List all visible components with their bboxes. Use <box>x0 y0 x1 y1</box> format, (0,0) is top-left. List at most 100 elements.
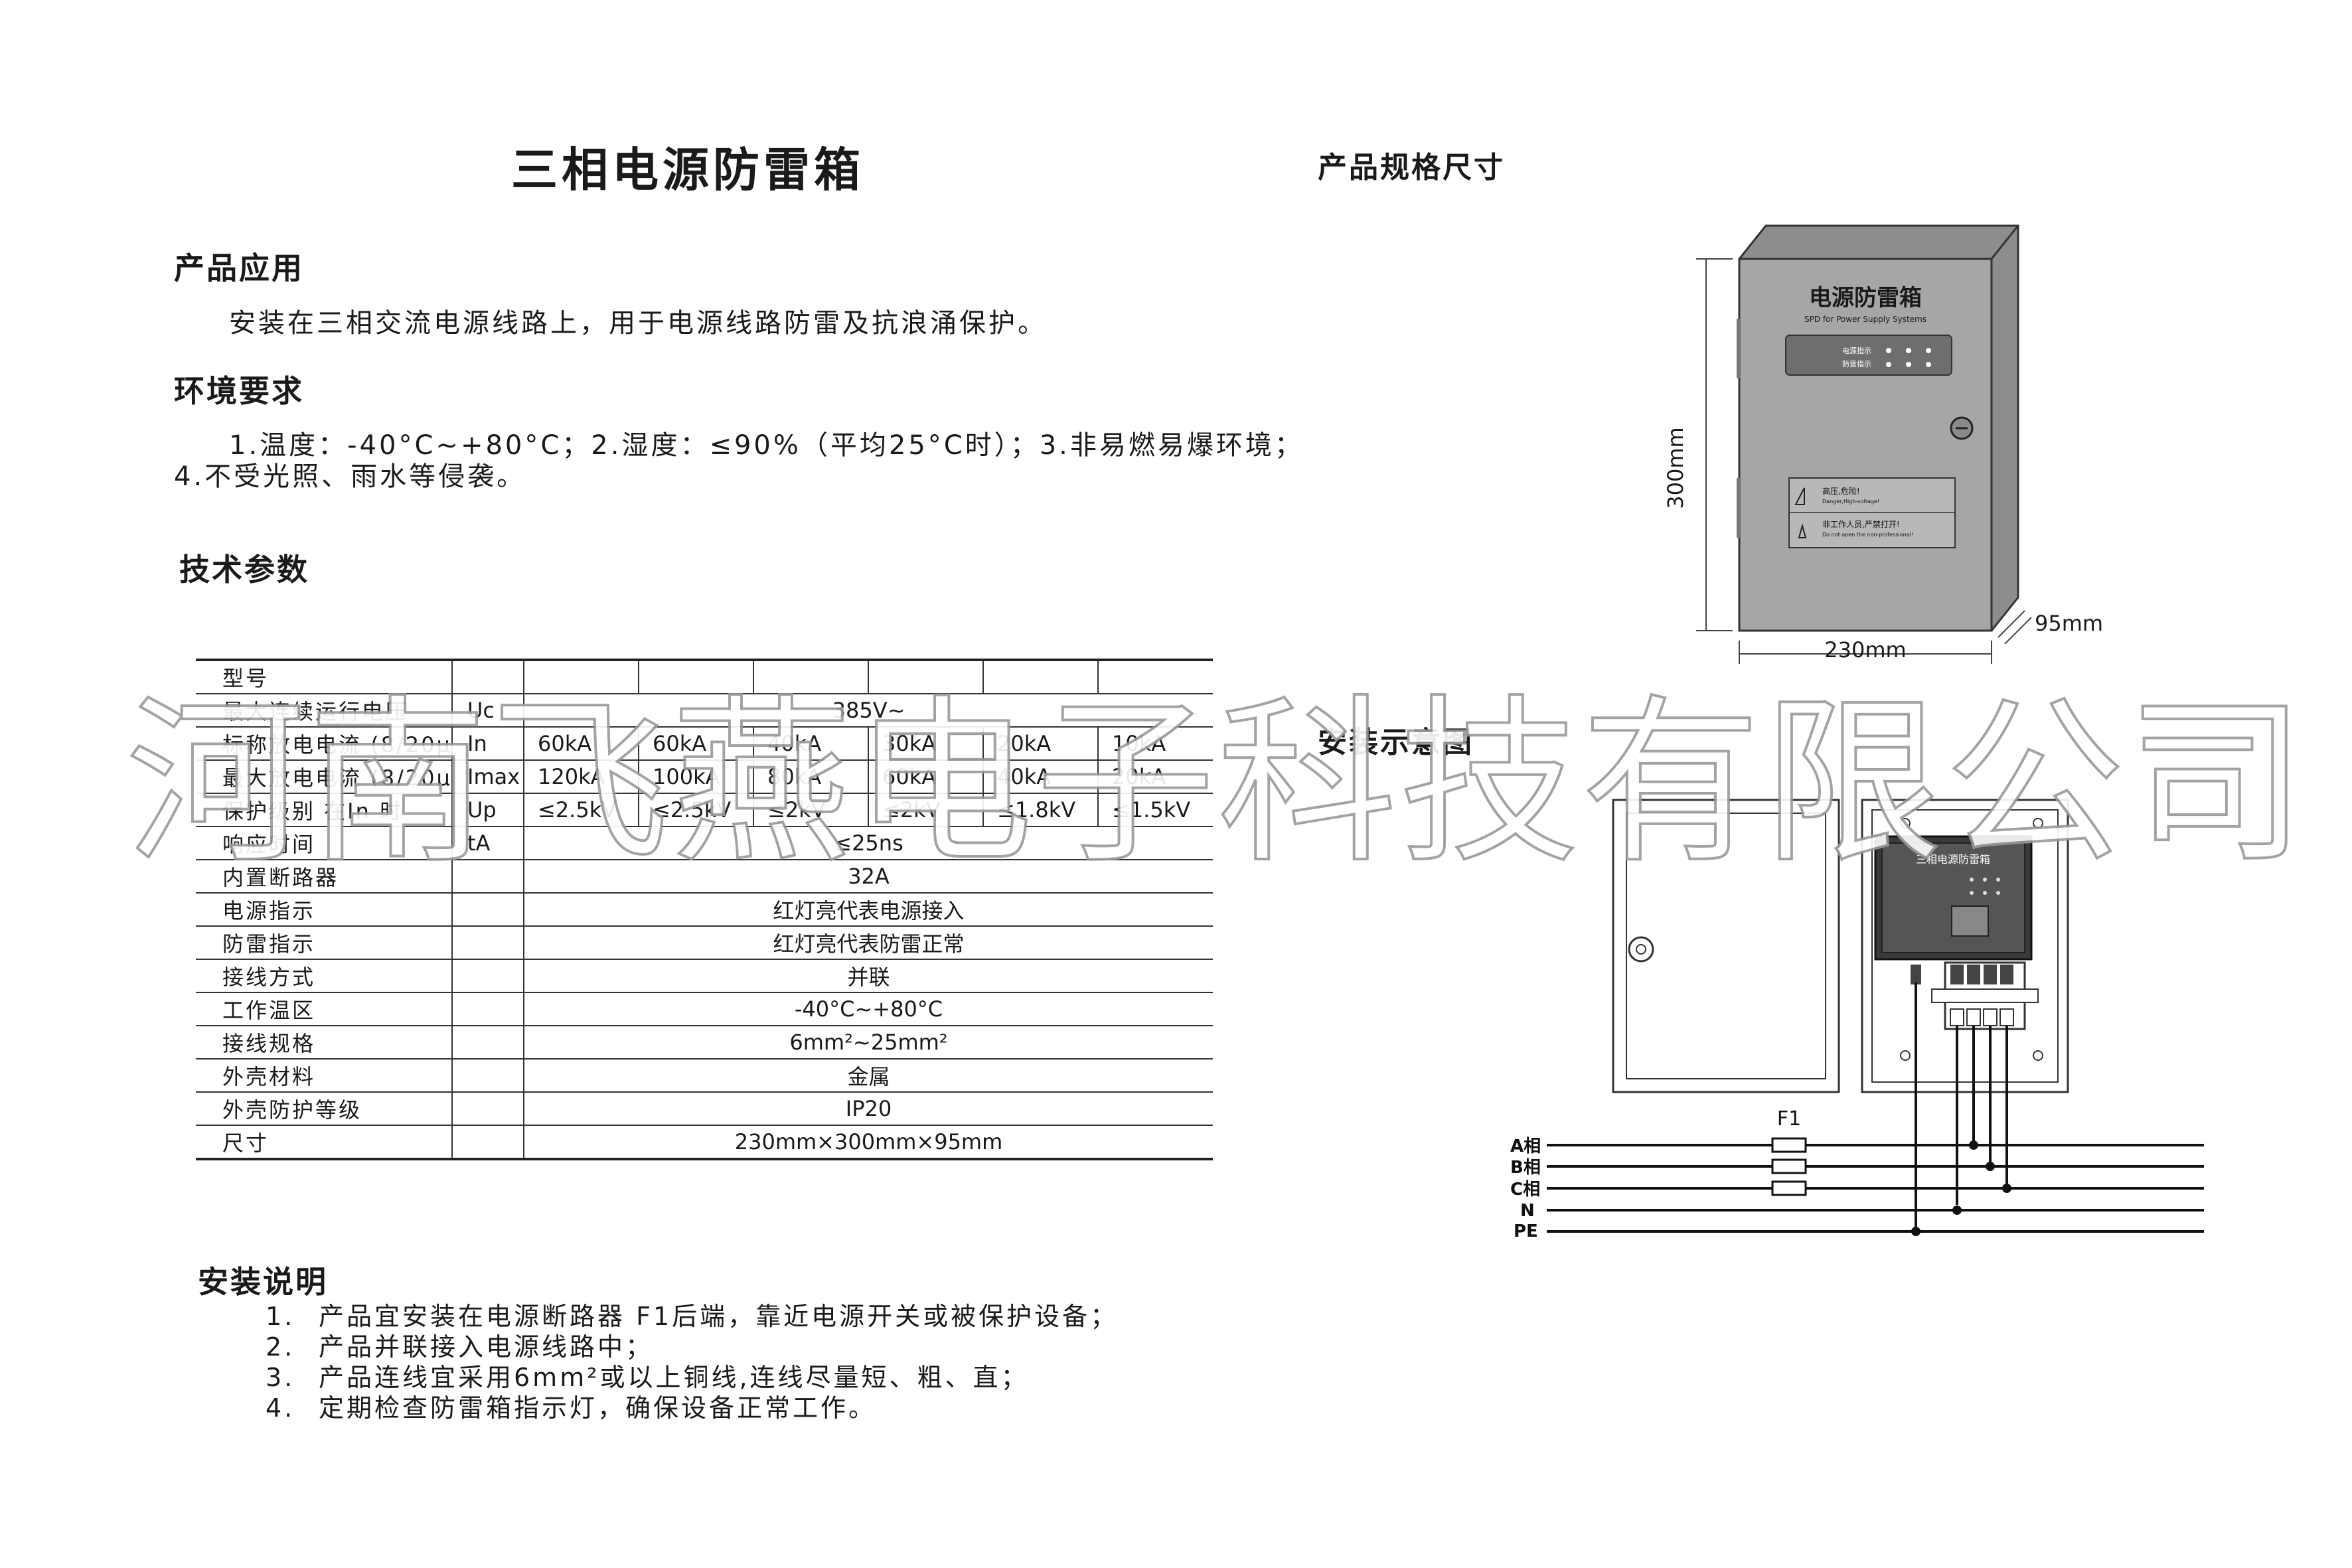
spec-param-symbol: Up <box>452 793 524 827</box>
warning-text-1-en: Danger,High-voltage! <box>1822 499 1879 505</box>
spec-param-name: 外壳材料 <box>196 1059 453 1093</box>
install-heading: 安装说明 <box>198 1264 328 1300</box>
lock-icon <box>1950 416 1974 440</box>
page-title: 三相电源防雷箱 <box>511 143 864 197</box>
spd-module: 三相电源防雷箱 <box>1874 835 2033 961</box>
spec-param-name: 电源指示 <box>196 893 453 927</box>
spec-value <box>639 659 754 694</box>
spec-value: ≤2.5kV <box>639 793 754 827</box>
spec-value <box>524 659 639 694</box>
spec-param-name: 内置断路器 <box>196 860 453 894</box>
junction-dots <box>1911 1140 2011 1236</box>
spec-value: 60kA <box>524 727 639 761</box>
power-lines <box>1547 1144 2204 1233</box>
install-item-4: 4.定期检查防雷箱指示灯，确保设备正常工作。 <box>266 1393 877 1423</box>
spec-param-name: 外壳防护等级 <box>196 1092 453 1126</box>
spec-value: 230mm×300mm×95mm <box>524 1125 1213 1160</box>
spec-param-name: 工作温区 <box>196 992 453 1026</box>
line-label-a: A相 <box>1510 1137 1541 1156</box>
spec-value: 并联 <box>524 959 1213 993</box>
spec-row: 外壳材料金属 <box>196 1059 1213 1093</box>
spec-value: 红灯亮代表电源接入 <box>524 893 1213 927</box>
installation-diagram: 三相电源防雷箱 <box>1510 799 2204 1241</box>
spec-param-symbol: In <box>452 727 524 761</box>
spec-value <box>868 659 984 694</box>
line-label-pe: PE <box>1514 1221 1538 1241</box>
environment-line-2: 4.不受光照、雨水等侵袭。 <box>174 461 526 492</box>
tech-heading: 技术参数 <box>179 552 309 588</box>
spec-value: ≤2kV <box>868 793 984 827</box>
spec-value: IP20 <box>524 1092 1213 1126</box>
warning-text-2: 非工作人员,严禁打开! <box>1822 520 1900 529</box>
spec-param-name: 最大放电电流 (8/20μs) <box>196 760 453 794</box>
spec-value: -40°C~+80°C <box>524 992 1213 1026</box>
install-item-3: 3.产品连线宜采用6mm²或以上铜线,连线尽量短、粗、直； <box>266 1363 1029 1392</box>
spec-value: 385V~ <box>524 694 1213 728</box>
warning-text-1: 高压,危险! <box>1822 486 1860 496</box>
spec-param-name: 标称放电电流 (8/20μs) <box>196 727 453 761</box>
fuse-label: F1 <box>1777 1107 1801 1131</box>
spec-param-symbol: Uc <box>452 694 524 728</box>
fuse-f1 <box>1771 1137 1807 1196</box>
spec-param-symbol <box>452 659 524 694</box>
product-drawing: 电源防雷箱 SPD for Power Supply Systems 电源指示 … <box>1663 224 2103 664</box>
spec-param-symbol: tA <box>452 826 524 860</box>
spec-value: 60kA <box>639 727 754 761</box>
spec-param-name: 型号 <box>196 659 453 694</box>
spec-value: 100kA <box>639 760 754 794</box>
spec-param-name: 响应时间 <box>196 826 453 860</box>
line-label-c: C相 <box>1510 1180 1540 1200</box>
spec-value: ≤2.5kV <box>524 793 639 827</box>
box-title: 电源防雷箱 <box>1809 285 1922 311</box>
spec-param-symbol <box>452 926 524 960</box>
spec-row: 电源指示 红灯亮代表电源接入 <box>196 893 1213 927</box>
spec-value: 6mm²~25mm² <box>524 1026 1213 1059</box>
spec-value: 40kA <box>753 727 869 761</box>
connection-wires <box>1915 982 2008 1231</box>
spec-value: ≤1.8kV <box>983 793 1099 827</box>
environment-heading: 环境要求 <box>174 373 304 409</box>
spec-row: 防雷指示红灯亮代表防雷正常 <box>196 926 1213 960</box>
diagram-box-title: 三相电源防雷箱 <box>1916 853 1990 866</box>
install-item-1: 1.产品宜安装在电源断路器 F1后端，靠近电源开关或被保护设备； <box>266 1302 1119 1331</box>
warning-icon <box>1798 523 1807 538</box>
line-label-n: N <box>1520 1201 1535 1221</box>
diagram-heading: 安装示意图 <box>1318 726 1474 759</box>
spec-param-name: 最大连续运行电压 <box>196 694 453 728</box>
environment-line-1: 1.温度：-40°C~+80°C；2.湿度：≤90%（平均25°C时）；3.非易… <box>229 430 1304 461</box>
indicator-leds <box>1886 348 1931 367</box>
spec-value: 20kA <box>1098 760 1213 794</box>
spec-value <box>753 659 869 694</box>
spec-row: 接线规格 6mm²~25mm² <box>196 1026 1213 1059</box>
application-heading: 产品应用 <box>174 250 304 286</box>
terminal-block <box>1911 961 2039 1030</box>
spec-param-symbol <box>452 959 524 993</box>
spec-row: 型号 <box>196 659 1213 694</box>
width-label: 230mm <box>1824 637 1906 663</box>
spec-param-symbol <box>452 1125 524 1160</box>
spec-param-symbol <box>452 893 524 927</box>
spec-value <box>1098 659 1213 694</box>
spec-row: 工作温区 -40°C~+80°C <box>196 992 1213 1026</box>
spec-value: 40kA <box>983 760 1099 794</box>
spec-param-name: 接线方式 <box>196 959 453 993</box>
spec-row: 接线方式 并联 <box>196 959 1213 993</box>
dimension-heading: 产品规格尺寸 <box>1318 151 1505 185</box>
application-text: 安装在三相交流电源线路上，用于电源线路防雷及抗浪涌保护。 <box>229 308 1047 339</box>
indicator-label-2: 防雷指示 <box>1842 359 1871 368</box>
spec-value: 80kA <box>753 760 869 794</box>
spec-param-symbol <box>452 992 524 1026</box>
spec-param-symbol <box>452 1059 524 1093</box>
spec-row: 外壳防护等级 IP20 <box>196 1092 1213 1126</box>
spec-value: ≤2kV <box>753 793 869 827</box>
spec-value: 32A <box>524 860 1213 894</box>
box-subtitle: SPD for Power Supply Systems <box>1804 315 1926 324</box>
spec-param-name: 保护级别 在In 时 <box>196 793 453 827</box>
line-label-b: B相 <box>1510 1158 1541 1178</box>
spec-param-name: 接线规格 <box>196 1026 453 1059</box>
